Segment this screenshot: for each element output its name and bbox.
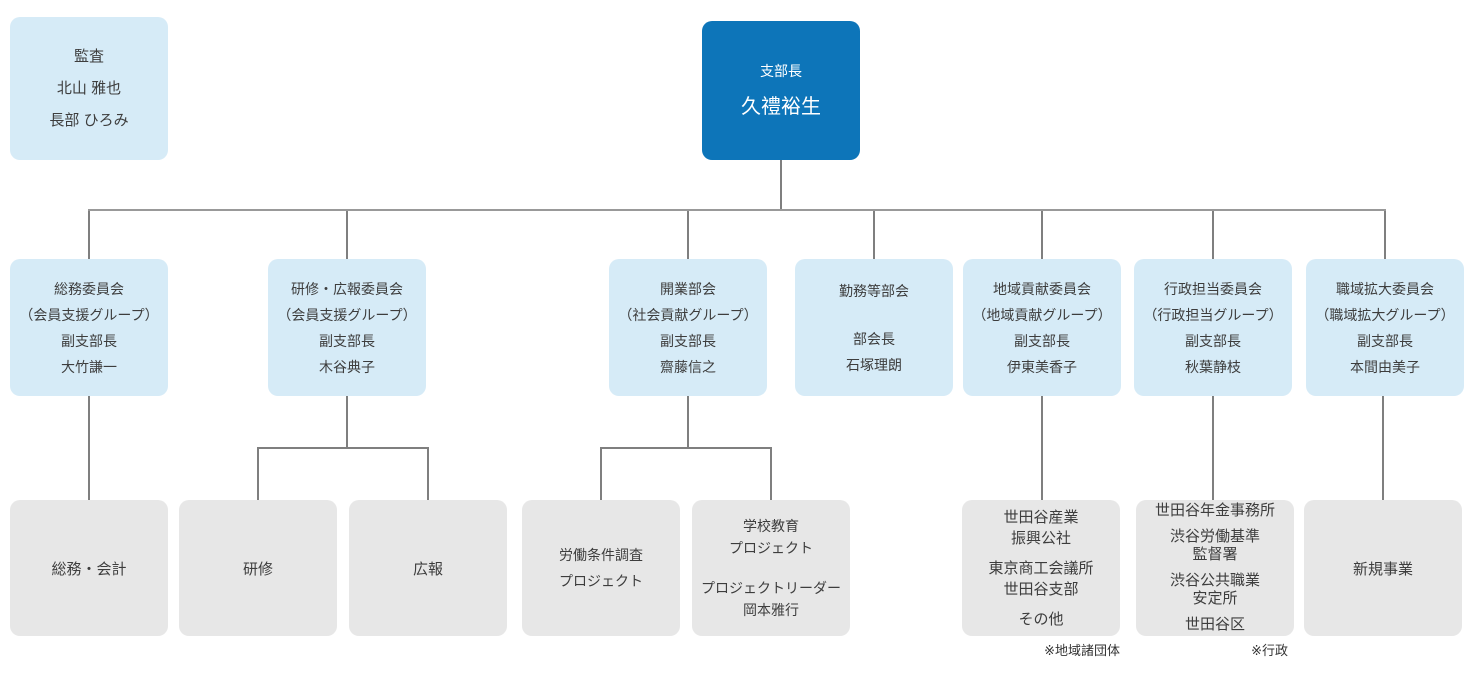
node-school-education-project: 学校教育 プロジェクト プロジェクトリーダー 岡本雅行 <box>692 500 850 636</box>
node-line: （行政担当グループ） <box>1143 306 1283 323</box>
node-line: 地域貢献委員会 <box>993 280 1091 297</box>
node-line: 振興公社 <box>1010 529 1071 547</box>
connector-drop-unit-training <box>257 449 259 500</box>
node-line: その他 <box>1018 610 1064 628</box>
node-line: プロジェクト <box>559 573 643 589</box>
connector-drop-unit-labor-survey <box>600 449 602 500</box>
node-line: （社会貢献グループ） <box>618 306 758 323</box>
connector-main-bus <box>88 209 1386 211</box>
connector-head-stem <box>780 160 782 209</box>
auditor-member: 長部 ひろみ <box>49 111 129 129</box>
node-line: 世田谷支部 <box>1003 580 1079 598</box>
branch-head-name: 久禮裕生 <box>741 95 821 118</box>
auditor-title: 監査 <box>73 47 104 65</box>
node-line: 世田谷区 <box>1184 616 1245 633</box>
auditor-member: 北山 雅也 <box>56 79 122 97</box>
node-line: プロジェクト <box>729 540 813 556</box>
node-branch-head: 支部長 久禮裕生 <box>702 21 860 160</box>
branch-head-role: 支部長 <box>760 62 802 79</box>
connector-drop-committee-2 <box>346 211 348 259</box>
node-line: 大竹謙一 <box>61 358 117 375</box>
node-line: 副支部長 <box>319 332 375 349</box>
node-line: 総務委員会 <box>54 280 124 297</box>
connector-committee5-unit6 <box>1041 396 1043 500</box>
connector-drop-unit-pr <box>427 449 429 500</box>
node-auditor: 監査 北山 雅也 長部 ひろみ <box>10 17 168 160</box>
connector-drop-committee-3 <box>687 211 689 259</box>
node-line: （会員支援グループ） <box>19 306 159 323</box>
node-line: 副支部長 <box>1185 332 1241 349</box>
node-line: 安定所 <box>1192 590 1238 607</box>
node-line: プロジェクトリーダー <box>701 580 841 596</box>
caption-community-organizations: ※地域諸団体 <box>1044 643 1120 658</box>
node-line: 広報 <box>412 560 443 578</box>
node-line: 職域拡大委員会 <box>1336 280 1434 297</box>
node-line: 研修 <box>242 560 273 578</box>
node-line: 部会長 <box>853 330 895 347</box>
node-line: 木谷典子 <box>319 358 375 375</box>
connector-drop-committee-1 <box>88 211 90 259</box>
node-line: 勤務等部会 <box>839 282 909 299</box>
node-general-affairs-accounting: 総務・会計 <box>10 500 168 636</box>
node-line: 副支部長 <box>1357 332 1413 349</box>
connector-committee7-unit8 <box>1382 396 1384 500</box>
connector-committee2-bus <box>257 447 429 449</box>
connector-drop-committee-5 <box>1041 211 1043 259</box>
node-government-offices: 世田谷年金事務所 渋谷労働基準 監督署 渋谷公共職業 安定所 世田谷区 <box>1136 500 1294 636</box>
node-line: （職域拡大グループ） <box>1315 306 1455 323</box>
node-labor-conditions-survey-project: 労働条件調査 プロジェクト <box>522 500 680 636</box>
node-line: 行政担当委員会 <box>1164 280 1262 297</box>
node-line: （地域貢献グループ） <box>972 306 1112 323</box>
node-new-business: 新規事業 <box>1304 500 1462 636</box>
node-line: 副支部長 <box>1014 332 1070 349</box>
caption-government: ※行政 <box>1251 643 1288 658</box>
node-line: 総務・会計 <box>51 560 127 578</box>
connector-committee3-stem <box>687 396 689 447</box>
node-public-relations: 広報 <box>349 500 507 636</box>
node-line: （会員支援グループ） <box>277 306 417 323</box>
node-opening-practice-group: 開業部会 （社会貢献グループ） 副支部長 齋藤信之 <box>609 259 767 396</box>
node-line: 渋谷労働基準 <box>1169 528 1260 545</box>
connector-drop-committee-7 <box>1384 211 1386 259</box>
connector-drop-committee-4 <box>873 211 875 259</box>
node-line: 秋葉静枝 <box>1185 358 1241 375</box>
node-line: 副支部長 <box>61 332 117 349</box>
node-line: 開業部会 <box>660 280 716 297</box>
node-community-contribution-committee: 地域貢献委員会 （地域貢献グループ） 副支部長 伊東美香子 <box>963 259 1121 396</box>
node-training-pr-committee: 研修・広報委員会 （会員支援グループ） 副支部長 木谷典子 <box>268 259 426 396</box>
node-line: 研修・広報委員会 <box>291 280 403 297</box>
node-line: 副支部長 <box>660 332 716 349</box>
node-general-affairs-committee: 総務委員会 （会員支援グループ） 副支部長 大竹謙一 <box>10 259 168 396</box>
node-training: 研修 <box>179 500 337 636</box>
connector-committee1-unit1 <box>88 396 90 500</box>
node-line: 世田谷年金事務所 <box>1154 502 1275 519</box>
connector-committee6-unit7 <box>1212 396 1214 500</box>
connector-committee2-stem <box>346 396 348 447</box>
node-line: 世田谷産業 <box>1003 508 1079 526</box>
node-line: 新規事業 <box>1352 560 1413 578</box>
node-line: 東京商工会議所 <box>988 559 1094 577</box>
connector-committee3-bus <box>600 447 772 449</box>
node-community-organizations: 世田谷産業 振興公社 東京商工会議所 世田谷支部 その他 <box>962 500 1120 636</box>
node-employed-members-group: 勤務等部会 部会長 石塚理朗 <box>795 259 953 396</box>
node-field-expansion-committee: 職域拡大委員会 （職域拡大グループ） 副支部長 本間由美子 <box>1306 259 1464 396</box>
node-line: 齋藤信之 <box>660 358 716 375</box>
node-line: 伊東美香子 <box>1007 358 1077 375</box>
node-line: 渋谷公共職業 <box>1169 572 1260 589</box>
node-line: 学校教育 <box>743 518 799 534</box>
node-line: 石塚理朗 <box>846 356 902 373</box>
node-administration-committee: 行政担当委員会 （行政担当グループ） 副支部長 秋葉静枝 <box>1134 259 1292 396</box>
node-line: 監督署 <box>1192 546 1238 563</box>
node-line: 労働条件調査 <box>559 547 643 563</box>
node-line: 本間由美子 <box>1350 358 1420 375</box>
connector-drop-committee-6 <box>1212 211 1214 259</box>
node-line: 岡本雅行 <box>743 602 799 618</box>
connector-drop-unit-school-project <box>770 449 772 500</box>
